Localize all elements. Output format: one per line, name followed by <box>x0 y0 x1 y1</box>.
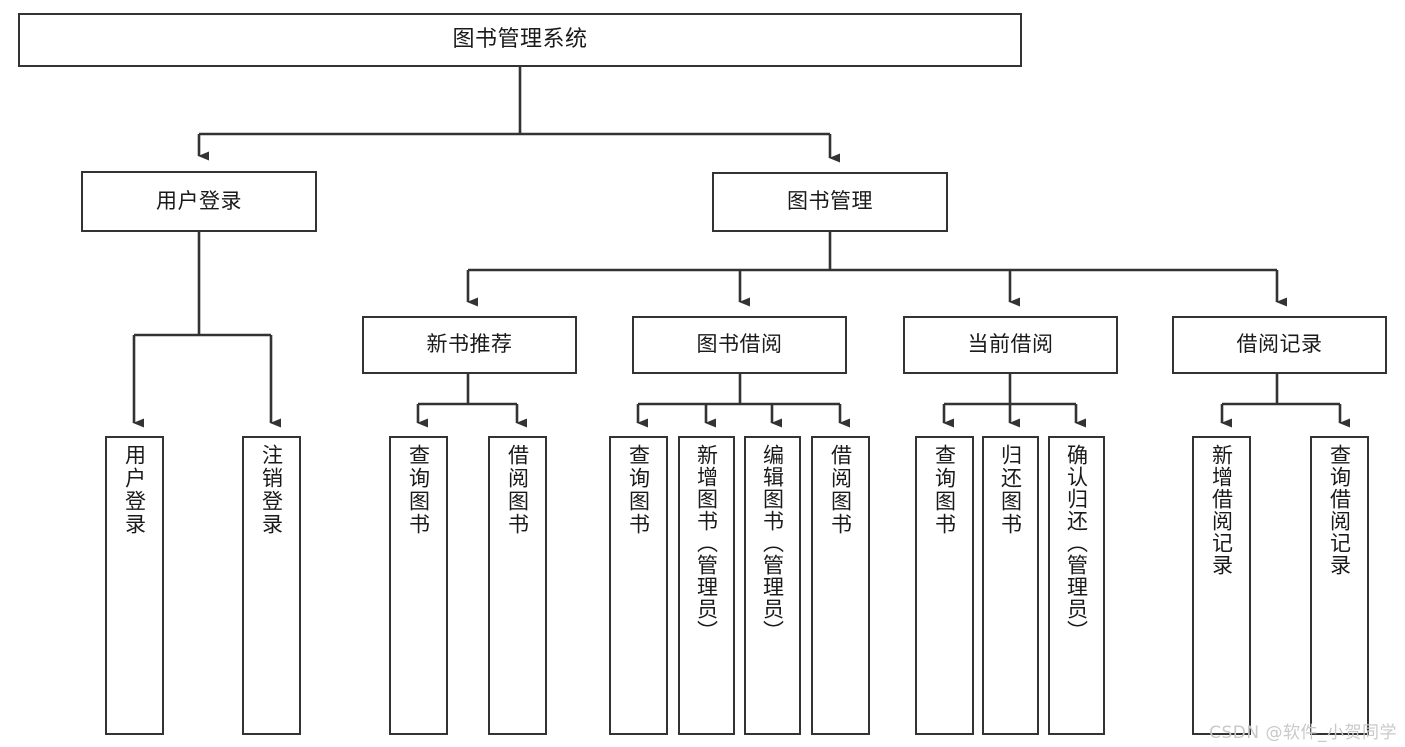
node-book-borrow[interactable]: 图书借阅 <box>632 316 847 374</box>
node-label: 查询图书 <box>932 444 957 536</box>
node-label: 借阅记录 <box>1236 332 1323 357</box>
node-label: 图书管理系统 <box>452 26 588 52</box>
node-label: 编辑图书（管理员） <box>760 444 785 642</box>
node-user-login[interactable]: 用户登录 <box>81 171 317 232</box>
node-leaf-borrow-query-book[interactable]: 查询图书 <box>609 436 668 735</box>
node-current-borrow[interactable]: 当前借阅 <box>903 316 1118 374</box>
node-label: 查询图书 <box>626 444 651 536</box>
node-label: 借阅图书 <box>505 444 530 536</box>
node-label: 归还图书 <box>998 444 1023 536</box>
node-label: 借阅图书 <box>828 444 853 536</box>
node-label: 确认归还（管理员） <box>1064 444 1089 642</box>
node-leaf-current-confirm-return-admin[interactable]: 确认归还（管理员） <box>1048 436 1105 735</box>
node-leaf-borrow-add-book-admin[interactable]: 新增图书（管理员） <box>678 436 735 735</box>
csdn-watermark: CSDN @软件_小贺同学 <box>1209 723 1397 743</box>
node-leaf-borrow-lend-book[interactable]: 借阅图书 <box>811 436 870 735</box>
node-label: 图书借阅 <box>696 332 783 357</box>
node-label: 注销登录 <box>259 444 284 536</box>
node-borrow-record[interactable]: 借阅记录 <box>1172 316 1387 374</box>
node-leaf-user-login[interactable]: 用户登录 <box>105 436 164 735</box>
node-label: 当前借阅 <box>967 332 1054 357</box>
node-label: 图书管理 <box>787 189 873 214</box>
node-label: 新增借阅记录 <box>1209 444 1234 576</box>
node-leaf-record-add[interactable]: 新增借阅记录 <box>1192 436 1251 735</box>
node-label: 用户登录 <box>122 444 147 536</box>
node-leaf-current-query-book[interactable]: 查询图书 <box>915 436 974 735</box>
node-leaf-recommend-query-book[interactable]: 查询图书 <box>389 436 448 735</box>
node-leaf-user-logout[interactable]: 注销登录 <box>242 436 301 735</box>
node-label: 查询借阅记录 <box>1327 444 1352 576</box>
node-label: 新增图书（管理员） <box>694 444 719 642</box>
node-label: 用户登录 <box>156 188 242 213</box>
node-label: 新书推荐 <box>426 332 513 357</box>
node-book-management[interactable]: 图书管理 <box>712 172 948 232</box>
node-leaf-current-return-book[interactable]: 归还图书 <box>982 436 1039 735</box>
node-leaf-borrow-edit-book-admin[interactable]: 编辑图书（管理员） <box>744 436 801 735</box>
node-new-book-recommend[interactable]: 新书推荐 <box>362 316 577 374</box>
node-leaf-record-search[interactable]: 查询借阅记录 <box>1310 436 1369 735</box>
node-label: 查询图书 <box>406 444 431 536</box>
node-root-system[interactable]: 图书管理系统 <box>18 13 1022 67</box>
node-leaf-recommend-borrow-book[interactable]: 借阅图书 <box>488 436 547 735</box>
